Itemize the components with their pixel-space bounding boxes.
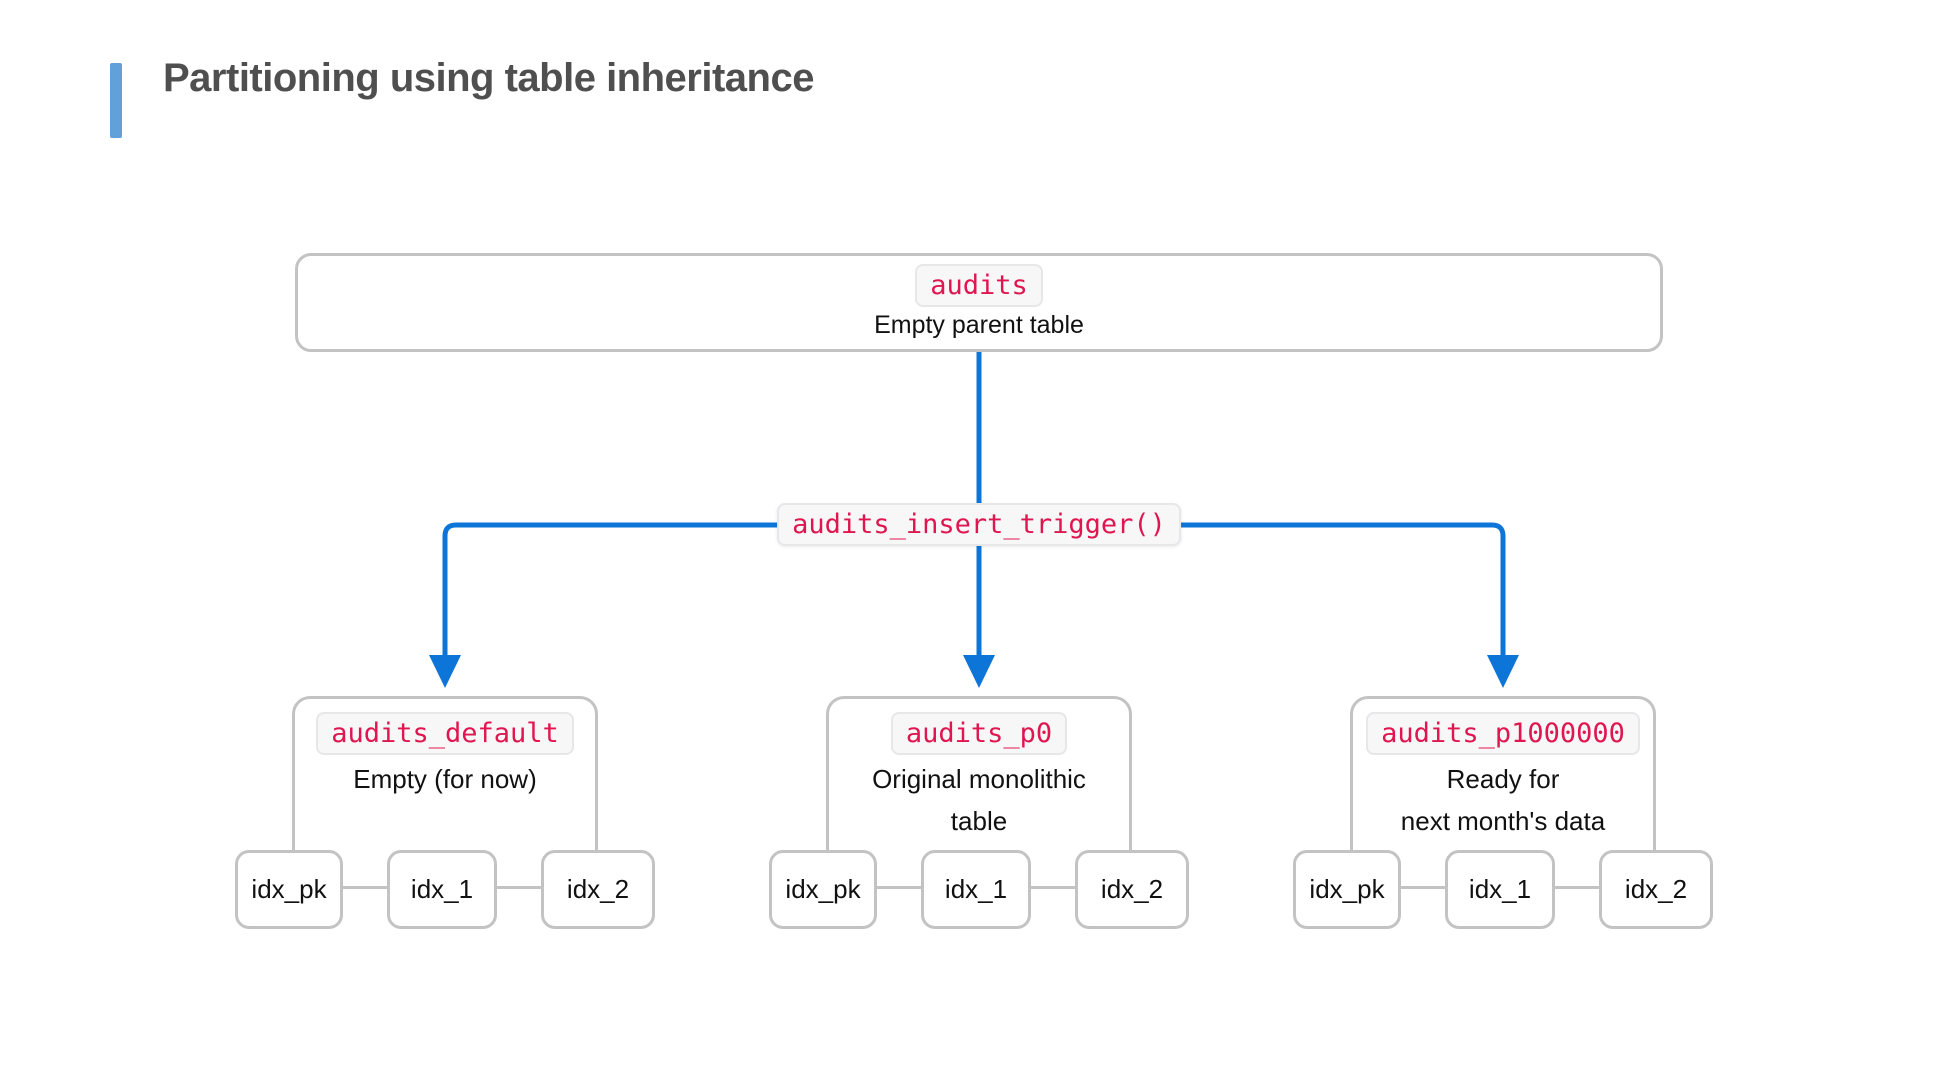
index-box: idx_1 [1445,850,1555,929]
index-box: idx_2 [1599,850,1713,929]
arrowhead-right-icon [1487,655,1519,688]
parent-table-box: audits Empty parent table [295,253,1663,352]
title-accent-bar [110,63,122,138]
partition-description-line: Empty (for now) [353,764,537,795]
partition-description: Empty (for now) [353,758,537,800]
partition-description: Ready for next month's data [1401,758,1605,842]
partition-name-chip: audits_p1000000 [1366,712,1640,756]
index-row: idx_pk idx_1 idx_2 [235,850,655,929]
parent-table-description: Empty parent table [874,311,1084,340]
index-row: idx_pk idx_1 idx_2 [769,850,1189,929]
index-box: idx_1 [921,850,1031,929]
parent-table-name-chip: audits [915,263,1043,308]
insert-trigger-chip: audits_insert_trigger() [777,503,1181,547]
arrowhead-left-icon [429,655,461,688]
index-box: idx_2 [541,850,655,929]
index-box: idx_pk [235,850,343,929]
partition-description-line: next month's data [1400,806,1606,837]
index-row: idx_pk idx_1 idx_2 [1293,850,1713,929]
partition-description-line: table [950,806,1008,837]
partition-description: Original monolithic table [872,758,1086,842]
index-box: idx_2 [1075,850,1189,929]
index-box: idx_pk [769,850,877,929]
arrowhead-center-icon [963,655,995,688]
partition-name-chip: audits_p0 [890,712,1068,756]
index-box: idx_1 [387,850,497,929]
index-box: idx_pk [1293,850,1401,929]
partition-description-line: Original monolithic [872,764,1086,795]
page-title: Partitioning using table inheritance [163,56,814,100]
partition-description-line: Ready for [1446,764,1560,795]
partition-name-chip: audits_default [316,712,574,756]
